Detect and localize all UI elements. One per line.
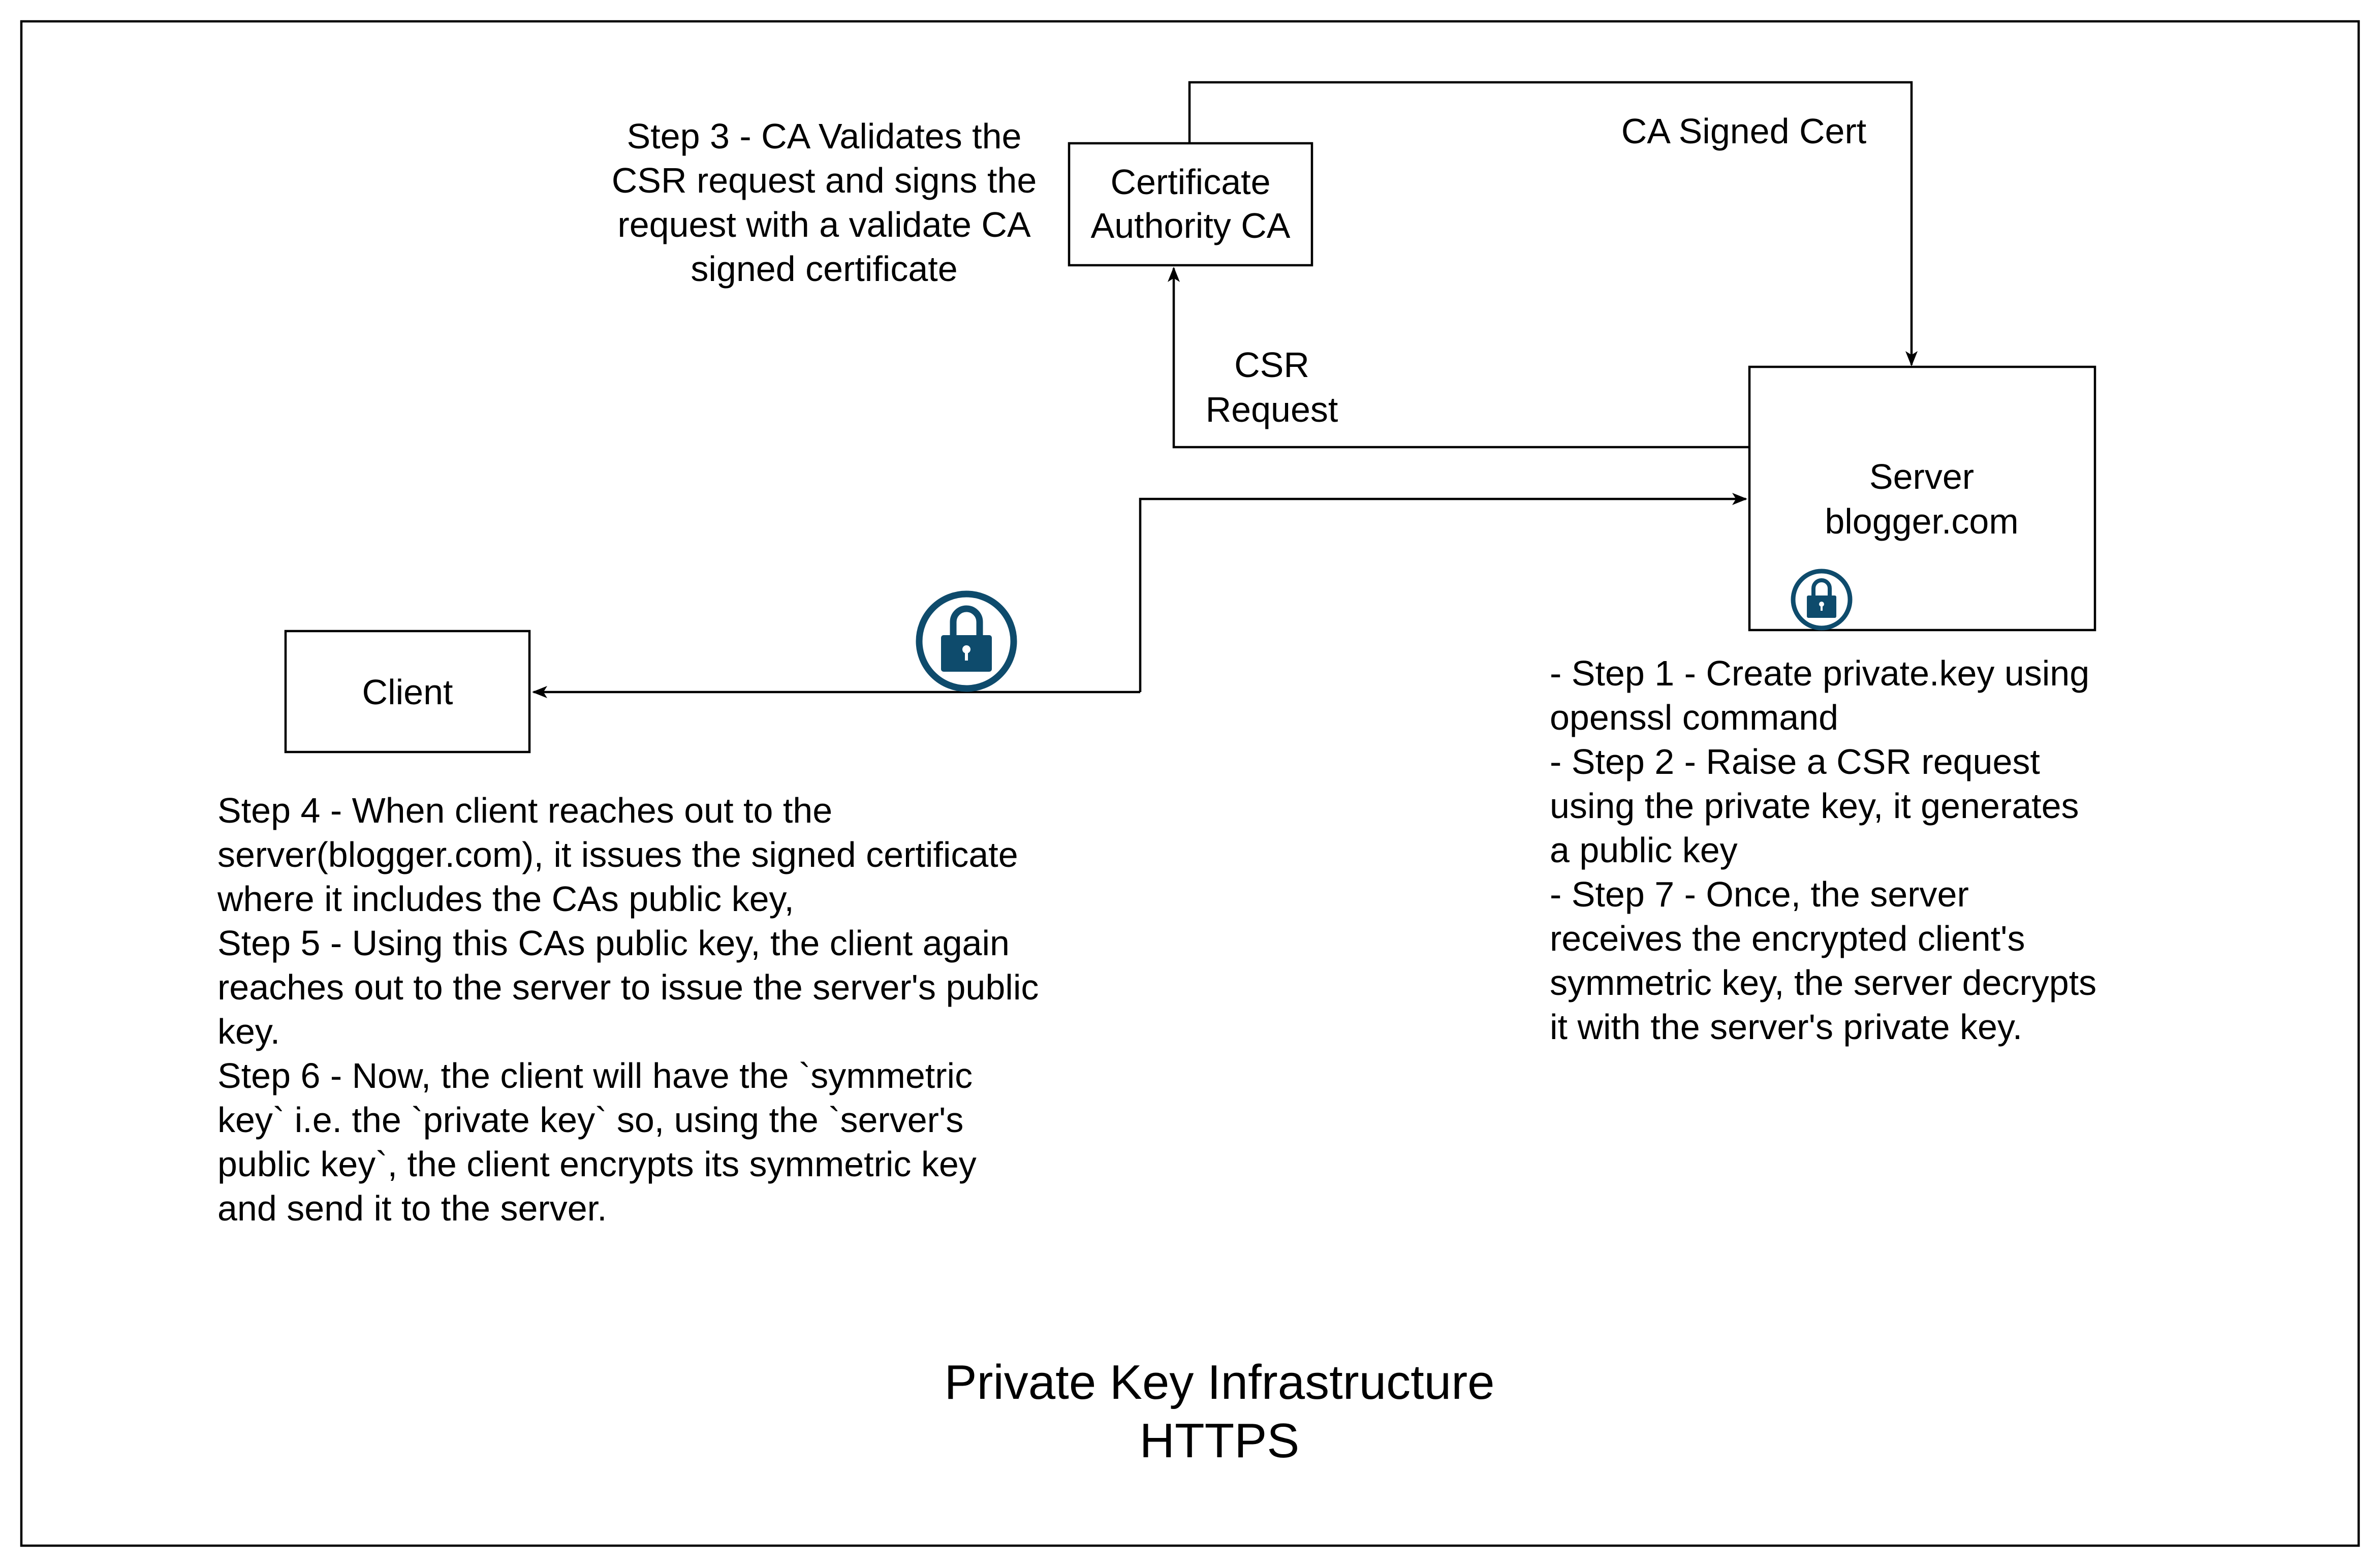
client-node[interactable]: Client xyxy=(284,630,531,754)
step3-line: signed certificate xyxy=(691,249,957,289)
client-steps-line: server(blogger.com), it issues the signe… xyxy=(217,835,1018,874)
server-steps-line: - Step 1 - Create private.key using xyxy=(1550,653,2089,693)
diagram-title-line1: Private Key Infrastructure xyxy=(944,1355,1494,1409)
ca-signed-cert-label: CA Signed Cert xyxy=(1621,111,1866,151)
server-node-label-line2: blogger.com xyxy=(1825,502,2018,541)
step3-line: request with a validate CA xyxy=(617,205,1031,244)
csr-request-connector xyxy=(1168,267,1749,449)
step3-line: CSR request and signs the xyxy=(612,161,1037,200)
ca-signed-cert-connector xyxy=(1188,81,1918,366)
server-steps-line: - Step 2 - Raise a CSR request xyxy=(1550,742,2040,781)
lock-icon xyxy=(1791,569,1853,631)
csr-request-label-line1: CSR xyxy=(1234,345,1309,385)
server-steps-line: it with the server's private key. xyxy=(1550,1007,2022,1047)
ca-node-label-line2: Authority CA xyxy=(1091,206,1291,245)
server-steps-line: a public key xyxy=(1550,830,1738,870)
client-steps-line: key` i.e. the `private key` so, using th… xyxy=(217,1100,963,1140)
server-steps-line: - Step 7 - Once, the server xyxy=(1550,874,1969,914)
client-node-label: Client xyxy=(362,672,453,712)
client-server-connector xyxy=(1139,493,1747,692)
ca-node-label-line1: Certificate xyxy=(1110,162,1270,202)
client-steps-line: key. xyxy=(217,1012,280,1051)
certificate-authority-node[interactable]: Certificate Authority CA xyxy=(1068,142,1313,267)
server-steps-line: receives the encrypted client's xyxy=(1550,919,2025,958)
server-steps-note: - Step 1 - Create private.key using open… xyxy=(1550,653,2096,1047)
server-steps-line: symmetric key, the server decrypts xyxy=(1550,963,2096,1002)
diagram-frame xyxy=(20,20,2360,1547)
client-steps-line: reaches out to the server to issue the s… xyxy=(217,967,1039,1007)
client-steps-line: and send it to the server. xyxy=(217,1188,607,1228)
client-steps-line: Step 5 - Using this CAs public key, the … xyxy=(217,923,1010,963)
step3-line: Step 3 - CA Validates the xyxy=(627,116,1022,156)
server-node-label-line1: Server xyxy=(1869,457,1974,496)
client-steps-line: where it includes the CAs public key, xyxy=(217,879,794,919)
lock-icon xyxy=(916,590,1017,692)
client-steps-note: Step 4 - When client reaches out to the … xyxy=(217,791,1039,1228)
server-node[interactable]: Server blogger.com xyxy=(1748,365,2096,632)
step3-note: Step 3 - CA Validates the CSR request an… xyxy=(612,116,1037,289)
diagram-title-line2: HTTPS xyxy=(1140,1414,1300,1468)
client-steps-line: Step 6 - Now, the client will have the `… xyxy=(217,1056,973,1095)
server-steps-line: openssl command xyxy=(1550,698,1838,737)
client-steps-line: public key`, the client encrypts its sym… xyxy=(217,1144,977,1184)
client-steps-line: Step 4 - When client reaches out to the xyxy=(217,791,832,830)
csr-request-label-line2: Request xyxy=(1206,390,1338,429)
server-steps-line: using the private key, it generates xyxy=(1550,786,2079,826)
